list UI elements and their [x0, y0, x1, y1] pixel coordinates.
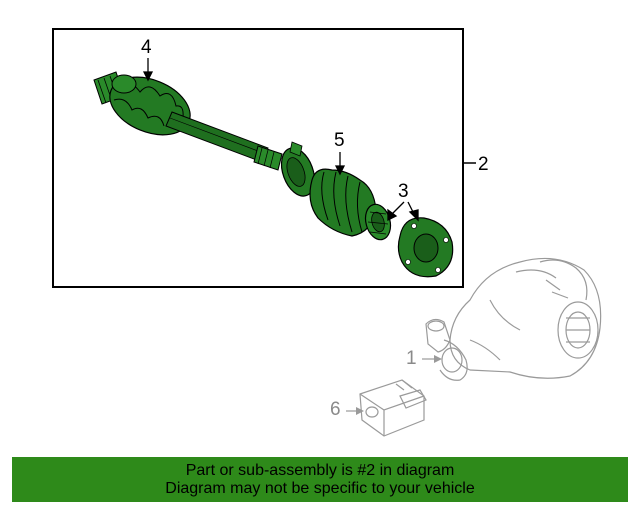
callout-4: 4 [141, 37, 152, 58]
cv-joint-cage[interactable] [362, 202, 394, 243]
assembly-frame [52, 28, 464, 288]
leader-1-arrow [434, 355, 442, 363]
callout-6: 6 [330, 399, 341, 420]
callout-2: 2 [478, 154, 489, 175]
callout-arrows [142, 58, 419, 222]
boot-clamp [280, 141, 316, 197]
callout-5: 5 [334, 130, 345, 151]
axle-shaft-bar [165, 111, 269, 163]
axle-shaft-assembly[interactable] [93, 66, 454, 278]
inner-boot[interactable] [101, 66, 198, 146]
output-flange[interactable] [397, 217, 454, 278]
differential-mount [359, 379, 427, 437]
pinion-flange [425, 318, 468, 381]
callout-3: 3 [398, 181, 409, 202]
callout-1: 1 [406, 348, 417, 369]
banner-line-1: Part or sub-assembly is #2 in diagram [185, 461, 455, 479]
mid-spline [253, 145, 283, 171]
differential-housing [449, 257, 602, 379]
disclaimer-banner: Part or sub-assembly is #2 in diagram Di… [12, 457, 628, 502]
leader-6-arrow [356, 407, 364, 415]
banner-line-2: Diagram may not be specific to your vehi… [165, 479, 475, 497]
